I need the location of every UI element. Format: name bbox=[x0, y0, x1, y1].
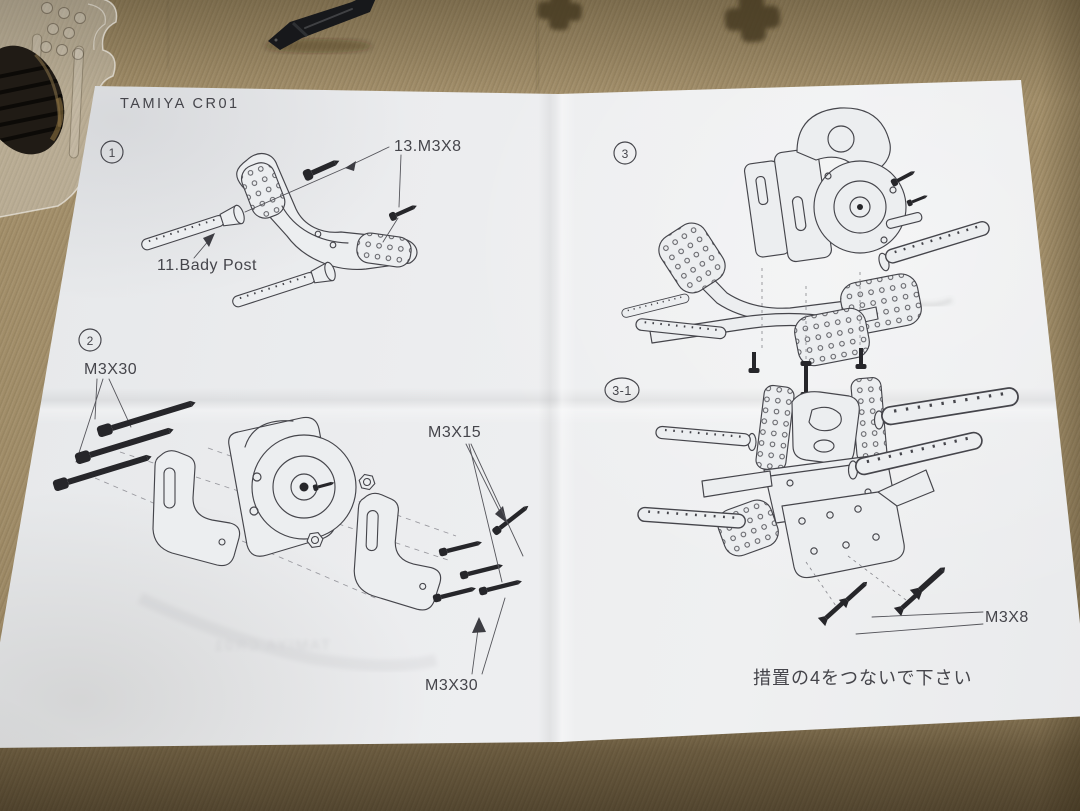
cross-shadow-left bbox=[537, 0, 582, 31]
plastic-dimples bbox=[40, 2, 86, 60]
body-mount-bracket-drawing bbox=[236, 153, 418, 270]
step3-1-badge: 3-1 bbox=[612, 384, 632, 398]
step2-section: 2 M3X30 bbox=[52, 328, 531, 694]
plastic-ridge-2 bbox=[68, 45, 85, 159]
step3-1-badge-circle bbox=[604, 377, 640, 403]
top-screw-drawing bbox=[800, 361, 812, 382]
step2-badge-circle bbox=[78, 328, 102, 352]
step1-badge: 1 bbox=[109, 146, 116, 160]
lower-link-bar-lower bbox=[634, 306, 879, 367]
step1-section: 1 13.M3X8 11.Bady Post bbox=[100, 138, 462, 312]
m3x8-screw-drawing-2 bbox=[388, 201, 419, 222]
m3x15-screw-drawing-2 bbox=[438, 538, 483, 557]
nut-drawing bbox=[357, 473, 377, 491]
step1-badge-circle bbox=[100, 140, 124, 164]
leader-arrow-m3x30 bbox=[472, 617, 486, 633]
m3x15-screw-drawing-3 bbox=[459, 561, 504, 580]
m3x30-screw-short-drawing-2 bbox=[478, 577, 523, 596]
leader-arrow bbox=[345, 161, 356, 171]
cross-shadow-right bbox=[724, 0, 781, 43]
body-post-drawing bbox=[139, 204, 246, 255]
leader-arrow-m3x15 bbox=[495, 506, 507, 523]
sheet-title: TAMIYA CR01 bbox=[120, 96, 240, 112]
paper-show-through: TAMIYA CR01 bbox=[137, 592, 438, 672]
gearbox-housing-drawing bbox=[228, 416, 357, 557]
step3-section: 3 bbox=[613, 107, 993, 397]
m3x8-flat-screw-drawing-4 bbox=[909, 562, 950, 601]
motor-mount-bracket-right bbox=[352, 492, 445, 612]
leader-arrow-post bbox=[203, 233, 215, 247]
fabric-seam bbox=[536, 0, 539, 92]
skid-plate-drawing bbox=[781, 469, 935, 579]
m3x30-screw-drawing bbox=[96, 396, 198, 438]
gearbox-assembly-drawing bbox=[743, 107, 929, 263]
label-m3x15: M3X15 bbox=[428, 424, 481, 441]
step3-1-section: 3-1 bbox=[604, 361, 1029, 688]
fabric-seam-2 bbox=[167, 0, 169, 70]
marker-pen bbox=[264, 0, 376, 53]
motor-mount-bracket-left bbox=[152, 450, 241, 567]
label-13-m3x8: 13.M3X8 bbox=[394, 138, 462, 155]
m3x8-flat-screw-drawing-2 bbox=[838, 577, 871, 609]
label-m3x30-top: M3X30 bbox=[84, 361, 137, 378]
bronze-ring bbox=[49, 97, 64, 142]
m3x8-screw-drawing bbox=[301, 155, 342, 182]
mount-screw-drawing bbox=[748, 352, 760, 373]
label-m3x8: M3X8 bbox=[985, 609, 1029, 626]
label-body-post: 11.Bady Post bbox=[157, 257, 257, 274]
step3-badge-circle bbox=[613, 141, 637, 165]
clear-plastic-part bbox=[0, 0, 118, 218]
step2-badge: 2 bbox=[87, 334, 94, 348]
step3-badge: 3 bbox=[622, 147, 629, 161]
label-m3x30-bottom: M3X30 bbox=[425, 677, 478, 694]
note-japanese: 措置の4をつないで下さい bbox=[753, 668, 972, 688]
m3x30-screw-drawing-3 bbox=[52, 450, 154, 492]
